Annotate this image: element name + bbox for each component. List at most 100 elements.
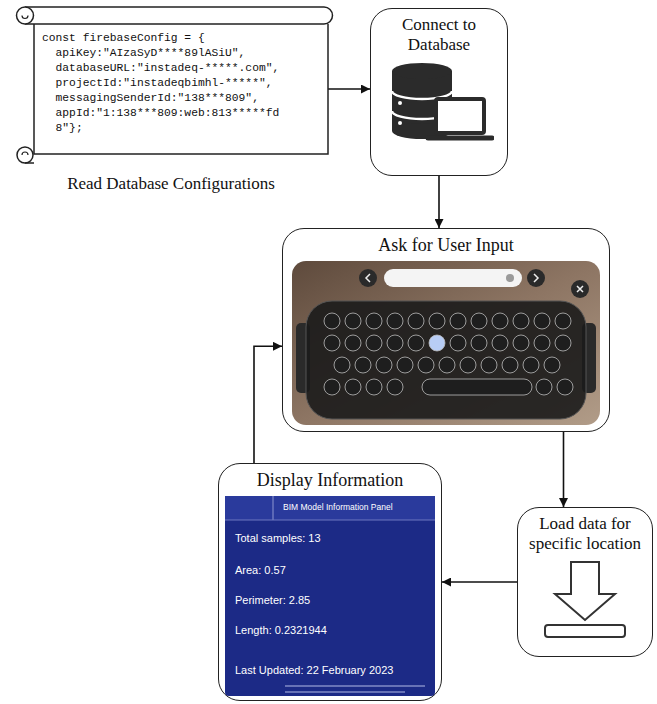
keyboard-key [471, 335, 487, 351]
keyboard-key [387, 335, 403, 351]
panel-field: Length: 0.2321944 [235, 624, 327, 636]
keyboard-key [345, 335, 361, 351]
keyboard-photo-part [506, 274, 514, 282]
flow-arrow [438, 176, 440, 228]
keyboard-key [544, 357, 560, 373]
keyboard-key [429, 313, 445, 329]
keyboard-key [408, 313, 424, 329]
process-box: Connect to Database [370, 8, 508, 176]
panel-field: Area: 0.57 [235, 564, 286, 576]
screen-photo-part [225, 496, 435, 696]
keyboard-photo-part [577, 286, 583, 292]
screen-photo-part [273, 496, 274, 520]
code-line: databaseURL:"instadeq-*****.com", [42, 61, 294, 76]
keyboard-key [387, 379, 403, 395]
database-icon-part [398, 121, 402, 125]
panel-field: Perimeter: 2.85 [235, 594, 310, 606]
keyboard-key [492, 335, 508, 351]
keyboard-key [471, 313, 487, 329]
scroll-shape-part [17, 147, 33, 163]
keyboard-photo-part [527, 269, 545, 287]
keyboard-photo [292, 261, 600, 425]
keyboard-photo-part [571, 280, 589, 298]
code-line: projectId:"instadeqbimhl-*****", [42, 76, 294, 91]
code-line: messagingSenderId:"138***809", [42, 91, 294, 106]
keyboard-key [450, 313, 466, 329]
keyboard-key [397, 357, 413, 373]
keyboard-photo-part [292, 261, 600, 425]
scroll-shape-part [25, 162, 34, 164]
screen-photo-part [285, 691, 405, 693]
keyboard-key [408, 335, 424, 351]
keyboard-photo-part [306, 301, 586, 419]
code-line: const firebaseConfig = { [42, 31, 294, 46]
keyboard-key [536, 379, 552, 395]
node-title: Ask for User Input [291, 235, 601, 256]
scroll-shape-part [22, 16, 28, 19]
keyboard-key [523, 357, 539, 373]
scroll-shape-part [34, 24, 328, 154]
screen-photo-part [225, 496, 435, 520]
keyboard-key [534, 335, 550, 351]
keyboard-key [418, 357, 434, 373]
keyboard-key [439, 357, 455, 373]
keyboard-key [534, 313, 550, 329]
node-title: Load data for specific location [526, 514, 644, 553]
caption-text: Read Database Configurations [8, 174, 334, 194]
process-box: Ask for User Input [282, 228, 610, 432]
database-icon-part [398, 101, 402, 105]
keyboard-key [324, 313, 340, 329]
screen-photo-part [225, 520, 435, 521]
keyboard-key [376, 357, 392, 373]
node-title: Display Information [227, 470, 433, 491]
scroll-shape-part [22, 152, 28, 155]
keyboard-key [555, 335, 571, 351]
keyboard-key [345, 379, 361, 395]
keyboard-key [502, 357, 518, 373]
keyboard-key [492, 313, 508, 329]
keyboard-key [460, 357, 476, 373]
scroll-shape-part [17, 7, 34, 24]
database-icon-part [436, 99, 484, 133]
keyboard-key [429, 335, 445, 351]
config-scroll: const firebaseConfig = {apiKey:"AIzaSyD*… [8, 4, 334, 170]
keyboard-key [450, 335, 466, 351]
flow-arrow [442, 581, 517, 583]
keyboard-photo-part [366, 274, 370, 282]
flow-arrow [324, 88, 370, 90]
screen-photo-part [285, 685, 425, 687]
keyboard-key [366, 313, 382, 329]
keyboard-key [324, 335, 340, 351]
flow-arrow [254, 346, 282, 463]
keyboard-key [355, 357, 371, 373]
panel-field: Total samples: 13 [235, 532, 321, 544]
keyboard-key [345, 313, 361, 329]
code-block: const firebaseConfig = {apiKey:"AIzaSyD*… [42, 31, 294, 136]
keyboard-key [513, 335, 529, 351]
keyboard-key [557, 379, 573, 395]
keyboard-photo-part [324, 313, 573, 395]
database-icon-part [392, 63, 452, 79]
keyboard-key [387, 313, 403, 329]
keyboard-key [334, 357, 350, 373]
scroll-shape-part [25, 7, 333, 24]
panel-field: Last Updated: 22 February 2023 [235, 664, 393, 676]
keyboard-spacebar [422, 379, 532, 395]
keyboard-key [513, 313, 529, 329]
process-box: Display InformationBIM Model Information… [218, 463, 442, 701]
download-icon-part [545, 625, 625, 637]
keyboard-key [366, 335, 382, 351]
node-title: Connect to Database [379, 15, 499, 54]
download-icon-part [555, 562, 615, 620]
keyboard-photo-part [384, 269, 522, 287]
flow-arrow [563, 432, 565, 507]
process-box: Load data for specific location [517, 507, 653, 657]
keyboard-photo-part [359, 269, 377, 287]
keyboard-key [481, 357, 497, 373]
keyboard-key [366, 379, 382, 395]
database-icon-part [428, 136, 492, 141]
keyboard-key [555, 313, 571, 329]
code-line: apiKey:"AIzaSyD****89lASiU", [42, 46, 294, 61]
